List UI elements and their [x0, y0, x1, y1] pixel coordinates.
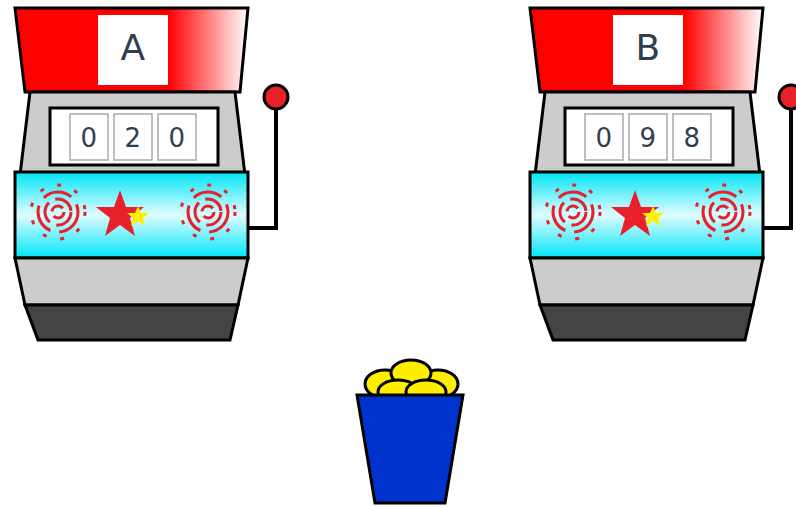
slot-machine-a	[15, 8, 288, 340]
coin-bucket	[357, 360, 463, 503]
counter-digit: 0	[596, 125, 613, 151]
counter-digit: 9	[640, 125, 657, 151]
slot-machine-b	[530, 8, 796, 340]
machine-letter: A	[121, 30, 146, 66]
machine-letter: B	[636, 30, 661, 66]
counter-digit: 8	[684, 125, 701, 151]
counter-digit: 0	[169, 125, 186, 151]
counter-digit: 0	[81, 125, 98, 151]
counter-digit: 2	[125, 125, 142, 151]
